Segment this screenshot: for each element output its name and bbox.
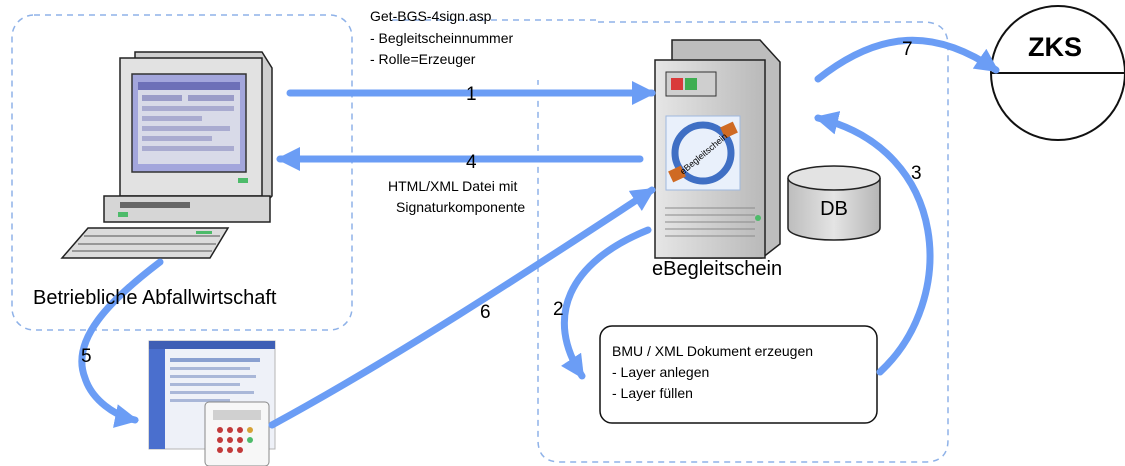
doc-box-item-2: - Layer füllen [612,385,693,401]
step-number-2: 2 [553,299,564,320]
client-group-boundary [11,14,353,331]
step-number-7: 7 [902,39,913,60]
response-note-line-1: HTML/XML Datei mit [388,178,518,194]
zks-label: ZKS [1028,32,1082,62]
response-note-line-2: Signaturkomponente [396,199,525,215]
step-number-3: 3 [911,163,922,184]
doc-box-item-1: - Layer anlegen [612,364,709,380]
request-note-line-2: - Rolle=Erzeuger [370,51,476,67]
arrow-step-2 [560,226,652,380]
client-label: Betriebliche Abfallwirtschaft [33,287,277,309]
ebegleitschein-logo: eBegleitschein [665,115,741,191]
step-number-5: 5 [81,346,92,367]
db-label: DB [820,198,848,220]
document-process-box [599,325,878,424]
step-number-4: 4 [466,152,477,173]
zks-node [990,5,1125,141]
server-label: eBegleitschein [652,258,782,280]
request-note-title: Get-BGS-4sign.asp [370,8,492,24]
doc-box-title: BMU / XML Dokument erzeugen [612,343,813,359]
request-note-line-1: - Begleitscheinnummer [370,30,514,46]
workstation-computer-icon [60,51,273,259]
document-with-card-reader-icon [148,340,276,466]
server-group-boundary [537,21,949,463]
arrow-step-6 [268,186,656,429]
arrow-step-3 [814,111,934,376]
arrow-step-5 [78,258,164,428]
step-number-6: 6 [480,302,491,323]
step-number-1: 1 [466,84,477,105]
database-icon [787,165,881,241]
arrow-step-7 [814,36,1000,83]
